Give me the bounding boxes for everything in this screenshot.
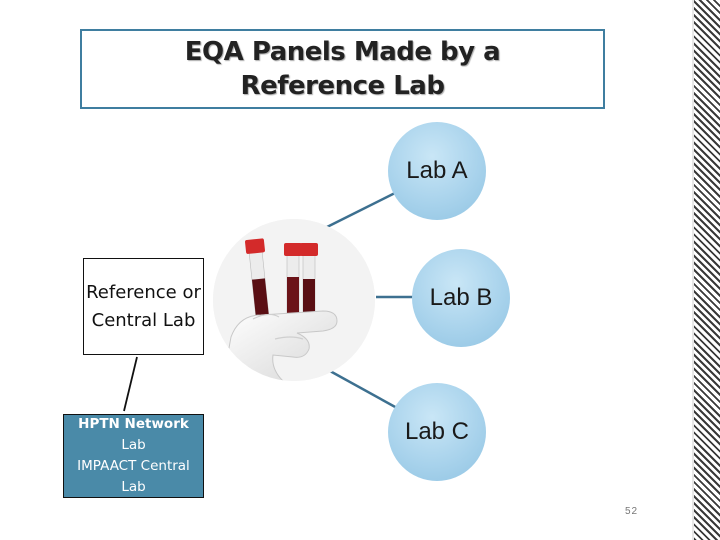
title-line-2: Reference Lab xyxy=(240,71,445,101)
title-box: EQA Panels Made by a Reference Lab xyxy=(80,29,605,109)
network-lab-line-3: IMPAACT Central xyxy=(77,458,190,474)
reference-lab-box: Reference or Central Lab xyxy=(83,258,204,355)
lab-b-node: Lab B xyxy=(412,249,510,347)
lab-c-label: Lab C xyxy=(404,418,470,445)
blood-sample-tubes-icon xyxy=(213,219,375,381)
connector-photo-lab-c xyxy=(329,369,398,410)
title-line-1: EQA Panels Made by a xyxy=(184,37,501,67)
network-lab-line-2: Lab xyxy=(121,437,146,453)
network-lab-line-4: Lab xyxy=(121,479,146,495)
lab-b-label: Lab B xyxy=(429,284,493,311)
reference-lab-label: Reference or Central Lab xyxy=(86,281,201,331)
right-edge-pattern xyxy=(694,0,720,540)
page-number: 52 xyxy=(625,506,639,517)
lab-a-node: Lab A xyxy=(388,122,486,220)
network-lab-line-1: HPTN Network xyxy=(78,416,189,432)
lab-a-label: Lab A xyxy=(406,157,468,184)
lab-c-node: Lab C xyxy=(388,383,486,481)
network-lab-box: HPTN Network Lab IMPAACT Central Lab xyxy=(63,414,204,498)
connector-reference-network xyxy=(123,356,138,412)
right-edge-line xyxy=(692,0,694,540)
connector-photo-lab-a xyxy=(326,191,396,229)
blood-sample-photo xyxy=(213,219,375,381)
